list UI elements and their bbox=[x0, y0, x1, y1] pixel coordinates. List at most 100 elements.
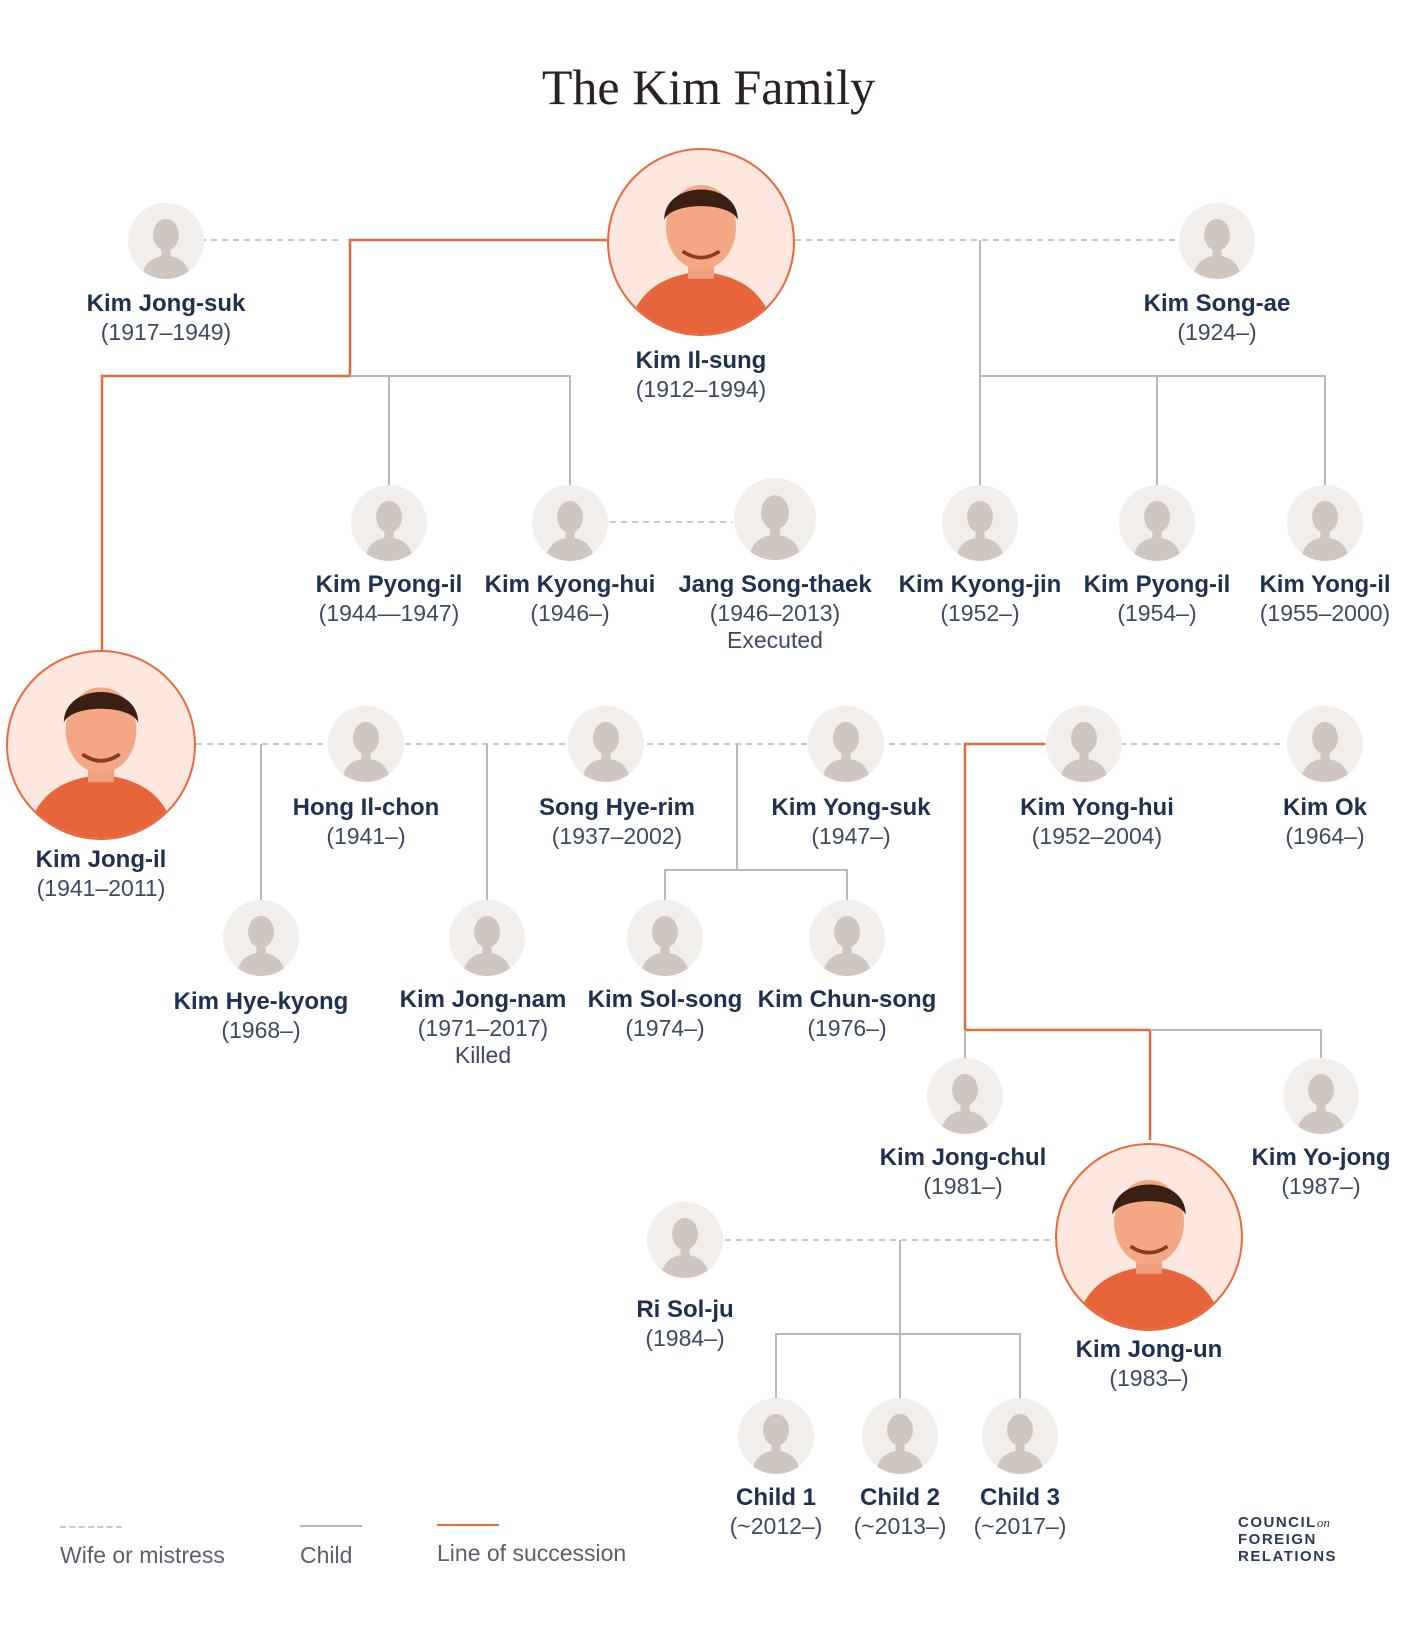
person-name: Child 1 bbox=[735, 1484, 816, 1511]
person-label: Child 3 (~2017–) bbox=[900, 1484, 1140, 1540]
person-name: Child 3 bbox=[979, 1484, 1060, 1511]
person-silhouette-icon bbox=[532, 485, 608, 561]
legend-wife-swatch bbox=[60, 1526, 122, 1528]
person-silhouette-icon bbox=[809, 900, 885, 976]
person-name: Kim Il-sung bbox=[635, 347, 767, 374]
person-silhouette-icon bbox=[568, 706, 644, 782]
person-years: (1983–) bbox=[1109, 1364, 1189, 1391]
person-years: (1955–2000) bbox=[1259, 599, 1391, 626]
cfr-logo: COUNCILon FOREIGN RELATIONS bbox=[1238, 1514, 1337, 1565]
person-years: (1954–) bbox=[1117, 599, 1197, 626]
kim-jong-un-portrait bbox=[1055, 1143, 1243, 1331]
kim-il-sung-portrait bbox=[607, 148, 795, 336]
person-name: Kim Kyong-hui bbox=[484, 571, 656, 598]
person-silhouette-icon bbox=[1179, 203, 1255, 279]
person-label: Kim Jong-un (1983–) bbox=[1029, 1336, 1269, 1392]
person-label: Kim Chun-song (1976–) bbox=[727, 986, 967, 1042]
person-label: Child 1 (~2012–) bbox=[656, 1484, 896, 1540]
person-name: Kim Sol-song bbox=[587, 986, 743, 1013]
person-label: Kim Jong-suk (1917–1949) bbox=[46, 290, 286, 346]
person-label: Kim Song-ae (1924–) bbox=[1097, 290, 1337, 346]
person-years: (1937–2002) bbox=[551, 822, 683, 849]
person-silhouette-icon bbox=[128, 203, 204, 279]
person-years: (1968–) bbox=[221, 1016, 301, 1043]
person-name: Kim Hye-kyong bbox=[173, 988, 349, 1015]
logo-line-1: COUNCIL bbox=[1238, 1514, 1317, 1531]
person-name: Kim Pyong-il bbox=[315, 571, 463, 598]
person-years: (1944—1947) bbox=[318, 599, 460, 626]
legend-wife-label: Wife or mistress bbox=[60, 1542, 225, 1568]
person-name: Kim Pyong-il bbox=[1083, 571, 1231, 598]
person-silhouette-icon bbox=[449, 900, 525, 976]
person-name: Jang Song-thaek bbox=[678, 571, 872, 598]
person-label: Kim Yong-suk (1947–) bbox=[731, 794, 971, 850]
person-years: (1974–) bbox=[625, 1014, 705, 1041]
person-name: Kim Ok bbox=[1282, 794, 1368, 821]
person-years: (1987–) bbox=[1281, 1172, 1361, 1199]
kim-jong-il-portrait bbox=[6, 650, 196, 840]
person-silhouette-icon bbox=[351, 485, 427, 561]
person-silhouette-icon bbox=[328, 706, 404, 782]
person-silhouette-icon bbox=[808, 706, 884, 782]
person-label: Kim Jong-il (1941–2011) bbox=[0, 846, 221, 902]
person-silhouette-icon bbox=[734, 478, 816, 560]
person-silhouette-icon bbox=[1287, 706, 1363, 782]
person-years: (1981–) bbox=[923, 1172, 1003, 1199]
legend-succession-label: Line of succession bbox=[437, 1540, 627, 1566]
child-line bbox=[1150, 1029, 1322, 1058]
person-label: Kim Ok (1964–) bbox=[1205, 794, 1417, 850]
person-label: Kim Hye-kyong (1968–) bbox=[141, 988, 381, 1044]
person-silhouette-icon bbox=[1046, 706, 1122, 782]
person-label: Song Hye-rim (1937–2002) bbox=[497, 794, 737, 850]
person-label: Kim Il-sung (1912–1994) bbox=[581, 347, 821, 403]
person-name: Kim Chun-song bbox=[757, 986, 937, 1013]
person-silhouette-icon bbox=[927, 1058, 1003, 1134]
person-label: Kim Pyong-il (1954–) bbox=[1037, 571, 1277, 627]
legend-succession-swatch bbox=[437, 1524, 499, 1526]
person-name: Kim Song-ae bbox=[1143, 290, 1291, 317]
person-years: (1941–) bbox=[326, 822, 406, 849]
person-silhouette-icon bbox=[942, 485, 1018, 561]
person-years: (1964–) bbox=[1285, 822, 1365, 849]
person-years: (1976–) bbox=[807, 1014, 887, 1041]
person-name: Kim Kyong-jin bbox=[898, 571, 1062, 598]
person-name: Kim Jong-suk bbox=[86, 290, 246, 317]
person-years: (~2013–) bbox=[853, 1512, 947, 1539]
person-name: Hong Il-chon bbox=[292, 794, 440, 821]
person-years: (1984–) bbox=[645, 1324, 725, 1351]
person-name: Song Hye-rim bbox=[538, 794, 696, 821]
person-label: Hong Il-chon (1941–) bbox=[246, 794, 486, 850]
person-silhouette-icon bbox=[1119, 485, 1195, 561]
person-label: Jang Song-thaek (1946–2013) Executed bbox=[655, 571, 895, 655]
child-line bbox=[980, 375, 1326, 485]
person-name: Kim Yong-il bbox=[1259, 571, 1391, 598]
person-label: Kim Kyong-jin (1952–) bbox=[860, 571, 1100, 627]
person-label: Kim Yo-jong (1987–) bbox=[1201, 1144, 1417, 1200]
person-silhouette-icon bbox=[862, 1398, 938, 1474]
person-silhouette-icon bbox=[738, 1398, 814, 1474]
person-note: Executed bbox=[727, 627, 823, 654]
logo-line-2: FOREIGN bbox=[1238, 1531, 1317, 1548]
child-line bbox=[775, 1333, 1021, 1398]
person-label: Ri Sol-ju (1984–) bbox=[565, 1296, 805, 1352]
person-name: Kim Jong-chul bbox=[879, 1144, 1047, 1171]
person-years: (1917–1949) bbox=[100, 318, 232, 345]
person-silhouette-icon bbox=[982, 1398, 1058, 1474]
person-label: Kim Jong-chul (1981–) bbox=[843, 1144, 1083, 1200]
person-label: Child 2 (~2013–) bbox=[780, 1484, 1020, 1540]
logo-line-3: RELATIONS bbox=[1238, 1548, 1338, 1565]
person-name: Kim Yong-hui bbox=[1020, 794, 1174, 821]
person-silhouette-icon bbox=[1283, 1058, 1359, 1134]
person-years: (~2012–) bbox=[729, 1512, 823, 1539]
person-label: Kim Yong-il (1955–2000) bbox=[1205, 571, 1417, 627]
person-name: Kim Yo-jong bbox=[1251, 1144, 1391, 1171]
person-years: (1946–) bbox=[530, 599, 610, 626]
person-label: Kim Sol-song (1974–) bbox=[545, 986, 785, 1042]
child-line bbox=[737, 869, 848, 900]
person-years: (1946–2013) bbox=[709, 599, 841, 626]
person-name: Child 2 bbox=[859, 1484, 940, 1511]
person-label: Kim Pyong-il (1944—1947) bbox=[269, 571, 509, 627]
person-name: Kim Yong-suk bbox=[771, 794, 931, 821]
person-years: (~2017–) bbox=[973, 1512, 1067, 1539]
